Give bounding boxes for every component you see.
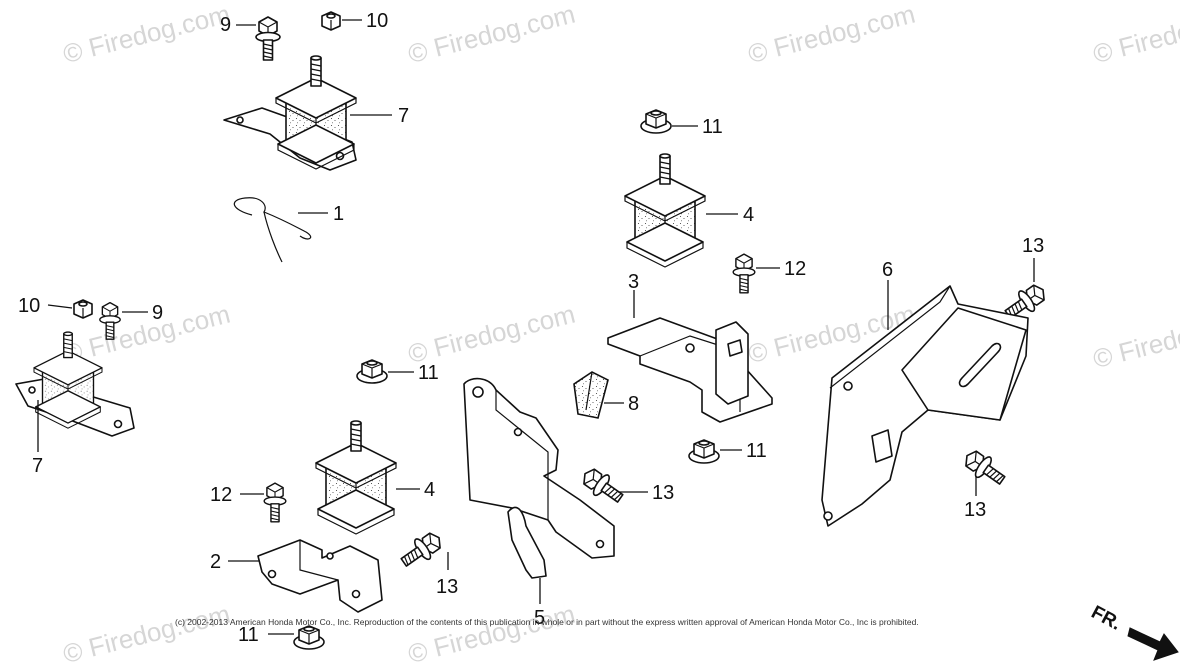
callout-11: 11 bbox=[746, 440, 767, 462]
callout-7: 7 bbox=[32, 455, 43, 477]
callout-6: 6 bbox=[882, 259, 893, 281]
callout-9: 9 bbox=[152, 302, 163, 324]
callout-12: 12 bbox=[784, 258, 806, 280]
callout-11: 11 bbox=[238, 624, 259, 646]
bracket-6 bbox=[821, 285, 1029, 527]
nut-11-mid bbox=[356, 359, 388, 384]
bolt-12-upper bbox=[732, 253, 756, 294]
callout-5: 5 bbox=[534, 607, 545, 629]
callout-4: 4 bbox=[424, 479, 435, 501]
nut-10-left bbox=[73, 299, 93, 319]
pad-8 bbox=[573, 371, 609, 419]
nut-10-top bbox=[321, 11, 341, 31]
callout-13: 13 bbox=[652, 482, 674, 504]
clip-1 bbox=[233, 197, 312, 263]
callout-10: 10 bbox=[18, 295, 40, 317]
bolt-13-mid bbox=[577, 463, 628, 509]
callout-13: 13 bbox=[1022, 235, 1044, 257]
callout-4: 4 bbox=[743, 204, 754, 226]
bolt-9-left bbox=[99, 301, 121, 340]
front-direction-arrow: FR. bbox=[1088, 602, 1179, 661]
nut-11-right bbox=[688, 439, 720, 464]
callout-10: 10 bbox=[366, 10, 388, 32]
callout-3: 3 bbox=[628, 271, 639, 293]
nut-11-upper bbox=[640, 109, 672, 134]
callout-11: 11 bbox=[702, 116, 723, 138]
callout-9: 9 bbox=[220, 14, 231, 36]
mount-4-lower bbox=[315, 420, 397, 535]
callout-13: 13 bbox=[436, 576, 458, 598]
callout-7: 7 bbox=[398, 105, 409, 127]
mount-4-upper bbox=[624, 153, 706, 268]
bolt-12-lower bbox=[263, 482, 287, 523]
leader-line bbox=[47, 304, 73, 309]
bracket-2 bbox=[257, 539, 383, 613]
nut-11-bottom bbox=[293, 625, 325, 650]
bolt-13-lower bbox=[396, 527, 447, 573]
mount-7-left bbox=[15, 331, 135, 437]
bracket-5 bbox=[463, 377, 615, 579]
bolt-9-top bbox=[255, 16, 281, 61]
fr-label: FR. bbox=[1088, 602, 1125, 635]
callout-11: 11 bbox=[418, 362, 439, 384]
mount-7-top bbox=[223, 55, 357, 171]
callout-2: 2 bbox=[210, 551, 221, 573]
callout-12: 12 bbox=[210, 484, 232, 506]
callout-8: 8 bbox=[628, 393, 639, 415]
copyright-notice: (c) 2002-2013 American Honda Motor Co., … bbox=[175, 617, 919, 627]
callout-13: 13 bbox=[964, 499, 986, 521]
callout-1: 1 bbox=[333, 203, 344, 225]
bracket-3 bbox=[607, 317, 773, 423]
bolt-13-right-bottom bbox=[959, 445, 1010, 491]
